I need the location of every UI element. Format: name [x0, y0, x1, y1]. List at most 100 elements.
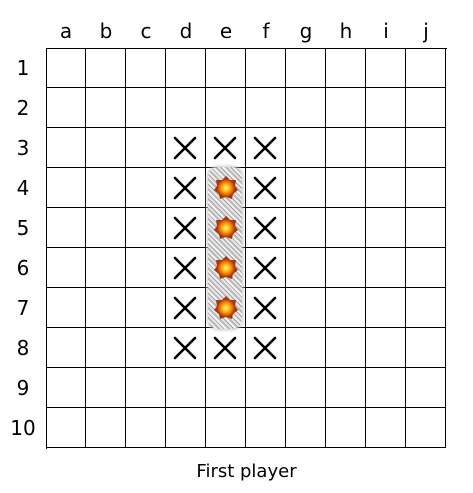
board-cell-e1[interactable] [206, 48, 246, 88]
board-cell-j6[interactable] [406, 248, 446, 288]
board-cell-j2[interactable] [406, 88, 446, 128]
board-cell-i1[interactable] [366, 48, 406, 88]
board-cell-f6[interactable] [246, 248, 286, 288]
board-cell-c8[interactable] [126, 328, 166, 368]
board-cell-h8[interactable] [326, 328, 366, 368]
board-cell-b7[interactable] [86, 288, 126, 328]
board-cell-b3[interactable] [86, 128, 126, 168]
board-cell-i9[interactable] [366, 368, 406, 408]
board-cell-c6[interactable] [126, 248, 166, 288]
board-cell-f10[interactable] [246, 408, 286, 448]
board-cell-a2[interactable] [46, 88, 86, 128]
board-cell-d9[interactable] [166, 368, 206, 408]
board-cell-g5[interactable] [286, 208, 326, 248]
board-cell-e10[interactable] [206, 408, 246, 448]
board-cell-b1[interactable] [86, 48, 126, 88]
board-cell-c3[interactable] [126, 128, 166, 168]
board-cell-f2[interactable] [246, 88, 286, 128]
board-cell-b2[interactable] [86, 88, 126, 128]
board-cell-h2[interactable] [326, 88, 366, 128]
board-cell-j8[interactable] [406, 328, 446, 368]
board-cell-c2[interactable] [126, 88, 166, 128]
board-cell-a7[interactable] [46, 288, 86, 328]
board-cell-a6[interactable] [46, 248, 86, 288]
board-cell-c9[interactable] [126, 368, 166, 408]
board-cell-e6[interactable] [206, 248, 246, 288]
board-cell-j7[interactable] [406, 288, 446, 328]
board-cell-i10[interactable] [366, 408, 406, 448]
board-cell-d8[interactable] [166, 328, 206, 368]
board-cell-b9[interactable] [86, 368, 126, 408]
board-cell-i6[interactable] [366, 248, 406, 288]
board-cell-a1[interactable] [46, 48, 86, 88]
board-cell-f3[interactable] [246, 128, 286, 168]
board-cell-b4[interactable] [86, 168, 126, 208]
board-cell-g1[interactable] [286, 48, 326, 88]
board-cell-e4[interactable] [206, 168, 246, 208]
board-cell-h4[interactable] [326, 168, 366, 208]
board-cell-a9[interactable] [46, 368, 86, 408]
board-cell-c10[interactable] [126, 408, 166, 448]
board-cell-f8[interactable] [246, 328, 286, 368]
board-cell-f7[interactable] [246, 288, 286, 328]
board-cell-f5[interactable] [246, 208, 286, 248]
board-cell-j9[interactable] [406, 368, 446, 408]
board-cell-a4[interactable] [46, 168, 86, 208]
board-cell-j10[interactable] [406, 408, 446, 448]
board-cell-h10[interactable] [326, 408, 366, 448]
board-cell-a3[interactable] [46, 128, 86, 168]
board-cell-d2[interactable] [166, 88, 206, 128]
board-cell-j3[interactable] [406, 128, 446, 168]
board-cell-e7[interactable] [206, 288, 246, 328]
board-cell-i7[interactable] [366, 288, 406, 328]
board-cell-b6[interactable] [86, 248, 126, 288]
board-cell-g4[interactable] [286, 168, 326, 208]
board-cell-i8[interactable] [366, 328, 406, 368]
board-cell-c1[interactable] [126, 48, 166, 88]
board-cell-j4[interactable] [406, 168, 446, 208]
board-cell-h9[interactable] [326, 368, 366, 408]
board-cell-d4[interactable] [166, 168, 206, 208]
board-cell-c5[interactable] [126, 208, 166, 248]
board-cell-e3[interactable] [206, 128, 246, 168]
board-cell-a10[interactable] [46, 408, 86, 448]
board-cell-g3[interactable] [286, 128, 326, 168]
board-cell-g9[interactable] [286, 368, 326, 408]
board-cell-f1[interactable] [246, 48, 286, 88]
board-cell-i5[interactable] [366, 208, 406, 248]
board-cell-g2[interactable] [286, 88, 326, 128]
board-cell-b10[interactable] [86, 408, 126, 448]
board-cell-g7[interactable] [286, 288, 326, 328]
board-cell-g6[interactable] [286, 248, 326, 288]
board-cell-d10[interactable] [166, 408, 206, 448]
board-cell-d1[interactable] [166, 48, 206, 88]
board-cell-d6[interactable] [166, 248, 206, 288]
board-cell-e9[interactable] [206, 368, 246, 408]
board-cell-b8[interactable] [86, 328, 126, 368]
board-cell-g8[interactable] [286, 328, 326, 368]
board-cell-e2[interactable] [206, 88, 246, 128]
board-cell-d3[interactable] [166, 128, 206, 168]
board-cell-c4[interactable] [126, 168, 166, 208]
board-cell-b5[interactable] [86, 208, 126, 248]
board-cell-i2[interactable] [366, 88, 406, 128]
board-cell-j5[interactable] [406, 208, 446, 248]
board-cell-h7[interactable] [326, 288, 366, 328]
board-cell-f9[interactable] [246, 368, 286, 408]
board-cell-f4[interactable] [246, 168, 286, 208]
board-cell-i3[interactable] [366, 128, 406, 168]
board-cell-d7[interactable] [166, 288, 206, 328]
board-cell-h1[interactable] [326, 48, 366, 88]
board-cell-j1[interactable] [406, 48, 446, 88]
board-cell-c7[interactable] [126, 288, 166, 328]
board-cell-a8[interactable] [46, 328, 86, 368]
board-cell-d5[interactable] [166, 208, 206, 248]
board-cell-h5[interactable] [326, 208, 366, 248]
board-cell-a5[interactable] [46, 208, 86, 248]
board-cell-h6[interactable] [326, 248, 366, 288]
board-cell-e8[interactable] [206, 328, 246, 368]
board-cell-e5[interactable] [206, 208, 246, 248]
board-cell-i4[interactable] [366, 168, 406, 208]
board-cell-h3[interactable] [326, 128, 366, 168]
board-cell-g10[interactable] [286, 408, 326, 448]
